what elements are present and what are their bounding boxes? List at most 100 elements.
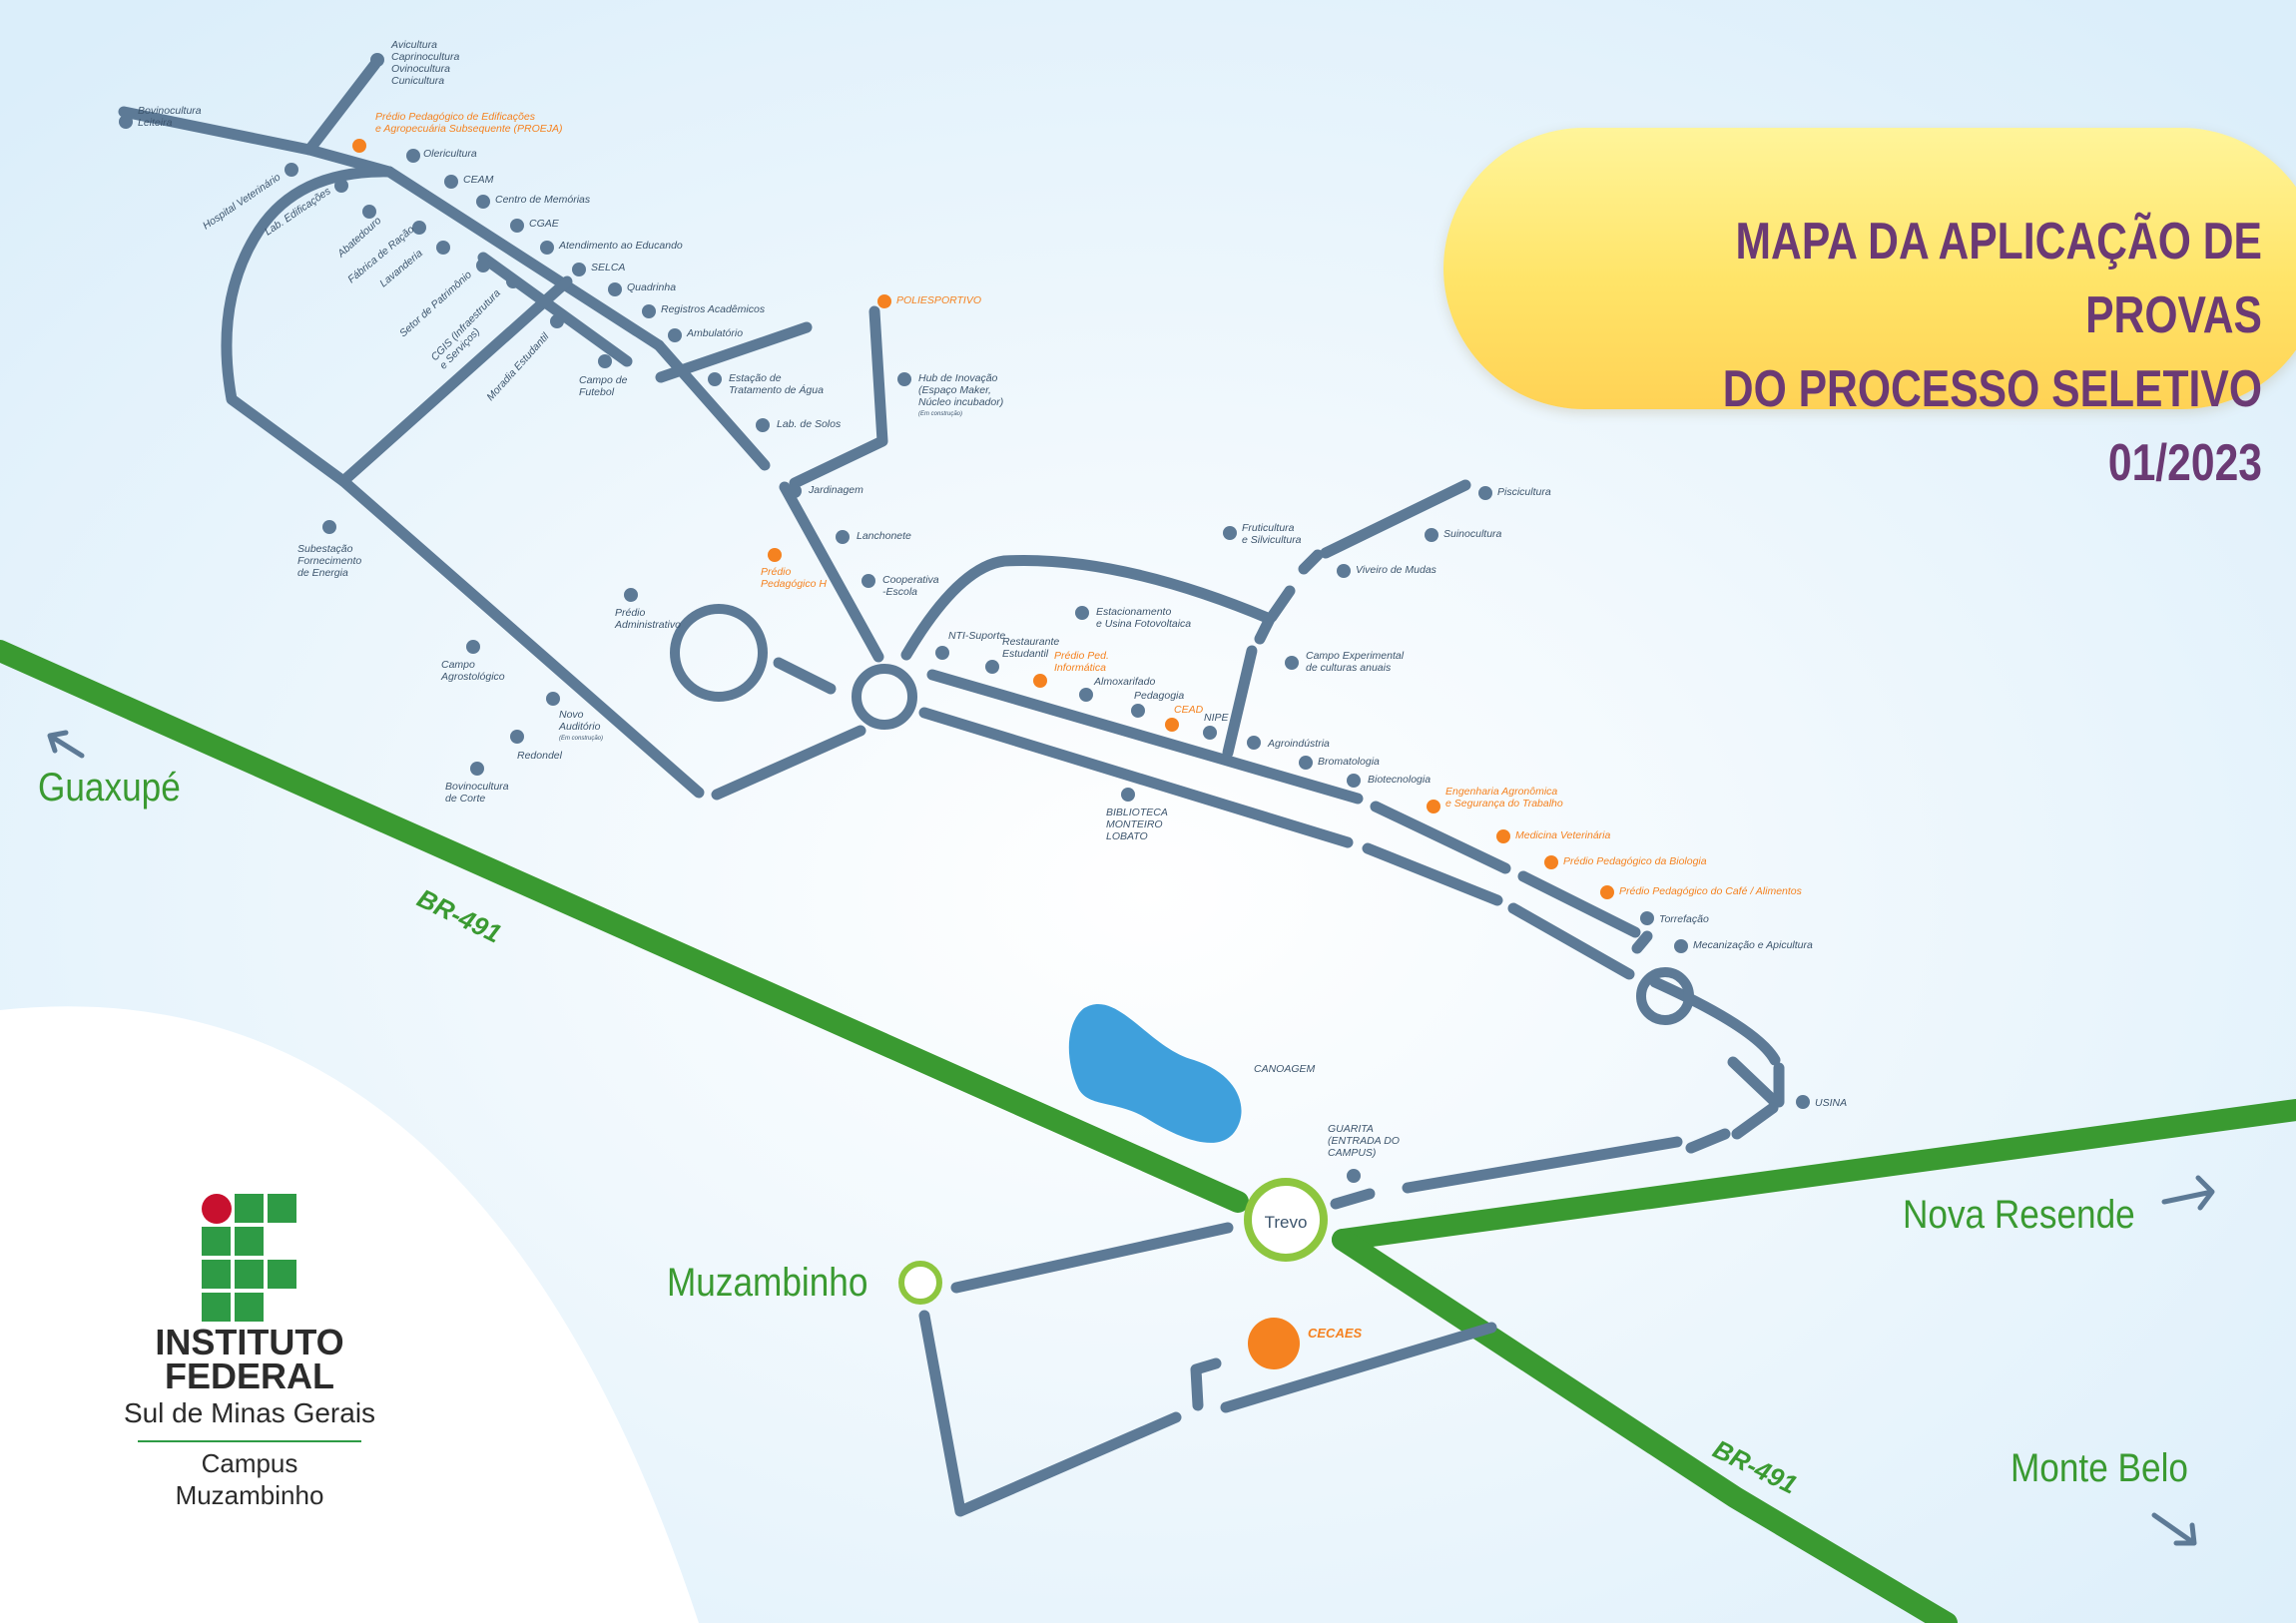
marker-nipe[interactable] (1203, 726, 1217, 740)
marker-poliesportivo[interactable] (877, 294, 891, 308)
marker-suinocultura[interactable] (1425, 528, 1438, 542)
marker-cooperativa[interactable] (861, 574, 875, 588)
label-quadrinha: Quadrinha (627, 281, 676, 293)
marker-predio-biologia[interactable] (1544, 855, 1558, 869)
marker-torrefacao[interactable] (1640, 911, 1654, 925)
marker-usina[interactable] (1796, 1095, 1810, 1109)
marker-hub-inovacao[interactable] (897, 372, 911, 386)
marker-campo-exp[interactable] (1285, 656, 1299, 670)
marker-bromatologia[interactable] (1299, 756, 1313, 770)
label-mecanizacao: Mecanização e Apicultura (1693, 939, 1813, 951)
marker-cgae[interactable] (510, 219, 524, 233)
marker-lavanderia[interactable] (436, 241, 450, 255)
label-note: (Em construção) (559, 736, 603, 742)
label-line: NIPE (1204, 712, 1230, 724)
marker-proeja[interactable] (352, 139, 366, 153)
label-line: Fornecimento (297, 555, 361, 567)
marker-campo-futebol[interactable] (598, 354, 612, 368)
marker-agroindustria[interactable] (1247, 736, 1261, 750)
label-registros: Registros Acadêmicos (661, 303, 766, 315)
marker-estacao-agua[interactable] (708, 372, 722, 386)
marker-predio-adm[interactable] (624, 588, 638, 602)
marker-guarita[interactable] (1347, 1169, 1361, 1183)
marker-jardinagem[interactable] (788, 484, 802, 498)
marker-predio-info[interactable] (1033, 674, 1047, 688)
marker-cgis[interactable] (506, 274, 520, 288)
marker-atendimento[interactable] (540, 241, 554, 255)
logo-square (235, 1227, 264, 1256)
road-segment (773, 657, 837, 695)
marker-olericultura[interactable] (406, 149, 420, 163)
marker-piscicultura[interactable] (1478, 486, 1492, 500)
marker-moradia[interactable] (550, 314, 564, 328)
road-segment (1402, 1136, 1683, 1194)
marker-lab-solos[interactable] (756, 418, 770, 432)
marker-subestacao[interactable] (322, 520, 336, 534)
marker-eng-agronomica[interactable] (1427, 800, 1440, 813)
marker-quadrinha[interactable] (608, 282, 622, 296)
marker-bovinocultura-leiteira[interactable] (119, 115, 133, 129)
road-segment (950, 1222, 1234, 1294)
marker-restaurante[interactable] (985, 660, 999, 674)
label-line: (Espaço Maker, (918, 384, 991, 396)
label-line: Novo (559, 709, 584, 721)
label-line: Campo de (579, 374, 628, 386)
label-line: CEAD (1174, 704, 1204, 716)
marker-pedagogia[interactable] (1131, 704, 1145, 718)
marker-redondel[interactable] (510, 730, 524, 744)
logo-square (235, 1260, 264, 1289)
label-line: CEAM (463, 174, 494, 186)
marker-setor-patrimonio[interactable] (476, 259, 490, 272)
label-line: Mecanização e Apicultura (1693, 939, 1813, 951)
marker-cead[interactable] (1165, 718, 1179, 732)
label-atendimento: Atendimento ao Educando (558, 240, 683, 252)
label-agroindustria: Agroindústria (1267, 738, 1330, 750)
label-line: Lab. de Solos (777, 418, 842, 430)
label-line: Estacionamento (1096, 606, 1171, 618)
label-line: Viveiro de Mudas (1356, 564, 1437, 576)
marker-almoxarifado[interactable] (1079, 688, 1093, 702)
marker-bovino-corte[interactable] (470, 762, 484, 776)
marker-mecanizacao[interactable] (1674, 939, 1688, 953)
marker-lab-edificacoes[interactable] (334, 179, 348, 193)
marker-hospital-vet[interactable] (285, 163, 298, 177)
label-line: Atendimento ao Educando (558, 240, 683, 252)
marker-cecaes[interactable] (1248, 1318, 1300, 1369)
marker-lanchonete[interactable] (836, 530, 850, 544)
marker-medicina-vet[interactable] (1496, 829, 1510, 843)
label-almoxarifado: Almoxarifado (1093, 676, 1155, 688)
marker-novo-auditorio[interactable] (546, 692, 560, 706)
label-nipe: NIPE (1204, 712, 1230, 724)
marker-fabrica-racao[interactable] (412, 221, 426, 235)
marker-biotecnologia[interactable] (1347, 774, 1361, 788)
marker-viveiro[interactable] (1337, 564, 1351, 578)
label-cooperativa: Cooperativa-Escola (882, 574, 939, 598)
marker-campo-agro[interactable] (466, 640, 480, 654)
marker-ceam[interactable] (444, 175, 458, 189)
marker-estacionamento[interactable] (1075, 606, 1089, 620)
road-segment (1298, 549, 1324, 575)
marker-predio-cafe[interactable] (1600, 885, 1614, 899)
marker-abatedouro[interactable] (362, 205, 376, 219)
marker-nti[interactable] (935, 646, 949, 660)
label-centro-memorias: Centro de Memórias (495, 194, 591, 206)
city-monte-belo: Monte Belo (2010, 1445, 2188, 1490)
label-line: Informática (1054, 662, 1106, 674)
label-line: LOBATO (1106, 830, 1148, 842)
marker-predio-h[interactable] (768, 548, 782, 562)
marker-selca[interactable] (572, 263, 586, 276)
marker-registros[interactable] (642, 304, 656, 318)
marker-centro-memorias[interactable] (476, 195, 490, 209)
marker-biblioteca[interactable] (1121, 788, 1135, 802)
label-line: Bovinocultura (445, 781, 509, 793)
label-line: Administrativo (614, 619, 681, 631)
road-segment (303, 58, 381, 156)
marker-avicultura[interactable] (370, 53, 384, 67)
marker-ambulatorio[interactable] (668, 328, 682, 342)
logo-square (202, 1260, 231, 1289)
marker-fruticultura[interactable] (1223, 526, 1237, 540)
